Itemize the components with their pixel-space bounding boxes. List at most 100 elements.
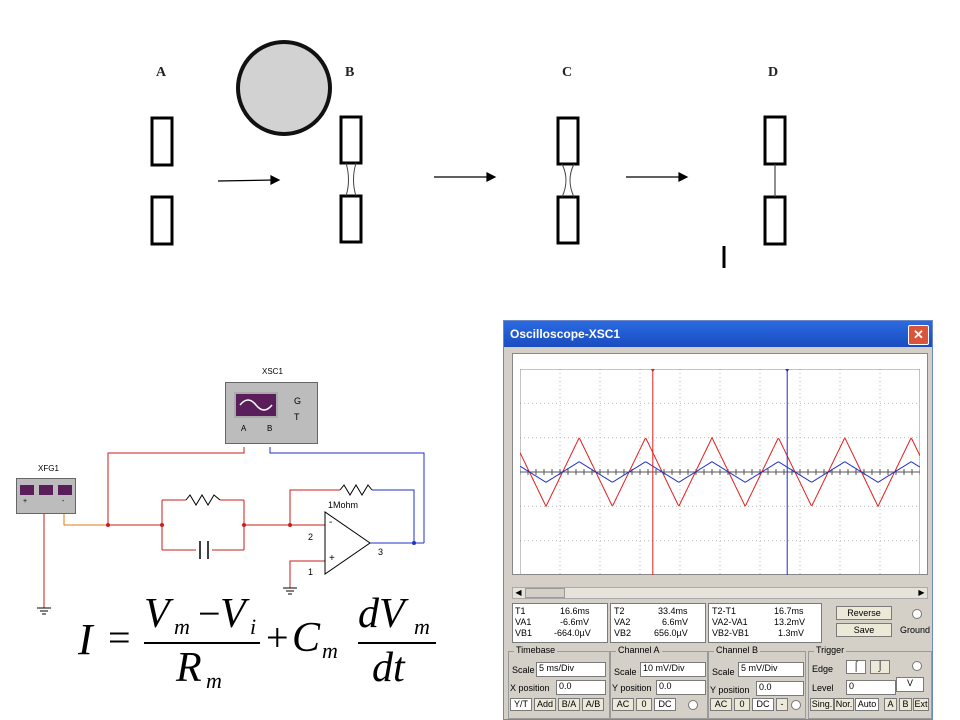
normal-button[interactable]: Nor. [834,698,854,711]
junction-dot [412,541,416,545]
ground-symbol [37,607,51,615]
arrow-b-c [434,172,497,182]
t1-value: 16.6ms [560,606,590,616]
channel-b-ypos-label: Y position [710,685,750,695]
eq-I: I [78,615,93,664]
channel-b-radio[interactable] [791,700,801,710]
eq-Vm-sub: m [174,614,190,639]
arrow-c-d [626,172,689,182]
t2-label: T2 [614,606,625,616]
channel-a-zero-button[interactable]: 0 [636,698,652,711]
channel-b-ypos-field[interactable]: 0.0 [756,681,804,696]
va1-value: -6.6mV [560,617,590,627]
stage-c-bridge [561,163,575,198]
stage-c-bottom-block [556,195,580,245]
fg-minus-label: - [62,498,65,505]
oscilloscope-titlebar[interactable]: Oscilloscope-XSC1 ✕ [504,321,932,347]
trigger-a-button[interactable]: A [884,698,897,711]
horizontal-scrollbar[interactable] [512,587,928,599]
function-generator [16,478,76,514]
stage-b-bottom-block [339,194,363,244]
ba-button[interactable]: B/A [558,698,580,711]
ab-button[interactable]: A/B [582,698,604,711]
fg-label: XFG1 [38,464,59,473]
scroll-thumb[interactable] [525,588,565,598]
channel-b-zero-button[interactable]: 0 [734,698,750,711]
level-field[interactable]: 0 [846,680,896,695]
scope-t-label: T [294,412,300,422]
stage-b-top-block [339,115,363,165]
stages-diagram [150,40,787,268]
yt-button[interactable]: Y/T [510,698,532,711]
wire-fb-left [289,489,340,525]
readout-t2-block [610,603,706,643]
scroll-left-icon[interactable]: ◀ [515,588,522,597]
stage-c-label: C [562,65,573,80]
eq-Rm: R [176,645,202,691]
timebase-scale-label: Scale [512,665,535,675]
single-button[interactable]: Sing. [810,698,834,711]
channel-a-ypos-field[interactable]: 0.0 [656,680,706,695]
channel-a-scale-field[interactable]: 10 mV/Div [640,662,706,677]
xpos-label: X position [510,683,550,693]
eq-Vi-sub: i [250,614,257,639]
resistor-feedback [339,484,373,496]
va21-label: VA2-VA1 [712,617,748,627]
reverse-button[interactable]: Reverse [836,606,892,620]
arrow-a-b [217,175,281,185]
wire-fb-right [372,489,415,543]
channel-a-dc-button[interactable]: DC [654,698,676,711]
vb1-label: VB1 [515,628,533,638]
channel-a-radio[interactable] [688,700,698,710]
readout-delta-block [708,603,822,643]
eq-Rm-sub: m [206,668,222,693]
edge-label: Edge [812,664,834,674]
channel-a-title: Channel A [616,645,662,655]
channel-b-ac-button[interactable]: AC [710,698,732,711]
channel-b-minus-button[interactable]: - [776,698,788,711]
trigger-title: Trigger [814,645,847,655]
channel-a-scale-label: Scale [614,667,637,677]
channel-b-dc-button[interactable]: DC [752,698,774,711]
cursor-1-handle [650,369,655,372]
eq-minus: − [198,591,221,636]
scope-label: XSC1 [262,367,283,376]
opamp-plus-label: + [329,553,335,564]
timebase-title: Timebase [514,645,558,655]
channel-b-scale-label: Scale [712,667,735,677]
circuit-schematic [37,447,425,615]
falling-edge-button[interactable]: ⌡ [870,660,890,674]
trigger-edge-radio[interactable] [912,661,922,671]
scroll-right-icon[interactable]: ▶ [918,588,925,597]
stage-b-label: B [345,65,355,80]
t2-value: 33.4ms [658,606,688,616]
scope-a-label: A [241,424,247,433]
opamp-pin-2: 2 [308,532,314,542]
fg-button-square [58,485,72,495]
vb2-label: VB2 [614,628,632,638]
eq-dV: dV [358,591,405,637]
channel-b-scale-field[interactable]: 5 mV/Div [738,662,804,677]
level-unit[interactable]: V [896,677,924,692]
rising-edge-button[interactable]: ⌠ [846,660,866,674]
wire-scope-b [269,447,425,543]
trigger-b-button[interactable]: B [899,698,912,711]
readout-t1-block [512,603,608,643]
channel-a-ac-button[interactable]: AC [612,698,634,711]
sine-icon [239,399,273,411]
ground-radio[interactable] [912,609,922,619]
vb21-label: VB2-VB1 [712,628,750,638]
timebase-scale-field[interactable]: 5 ms/Div [536,662,606,677]
junction-dot [242,523,246,527]
xpos-field[interactable]: 0.0 [556,680,606,695]
auto-button[interactable]: Auto [855,698,879,711]
save-button[interactable]: Save [836,623,892,637]
add-button[interactable]: Add [534,698,556,711]
channel-a-ypos-label: Y position [612,683,652,693]
resistor-value-label: 1Mohm [328,500,359,510]
close-button[interactable]: ✕ [908,325,929,345]
trigger-ext-button[interactable]: Ext [913,698,929,711]
ground-label: Ground [900,625,931,635]
junction-dot [106,523,110,527]
channel-b-group: Channel B [708,645,806,719]
